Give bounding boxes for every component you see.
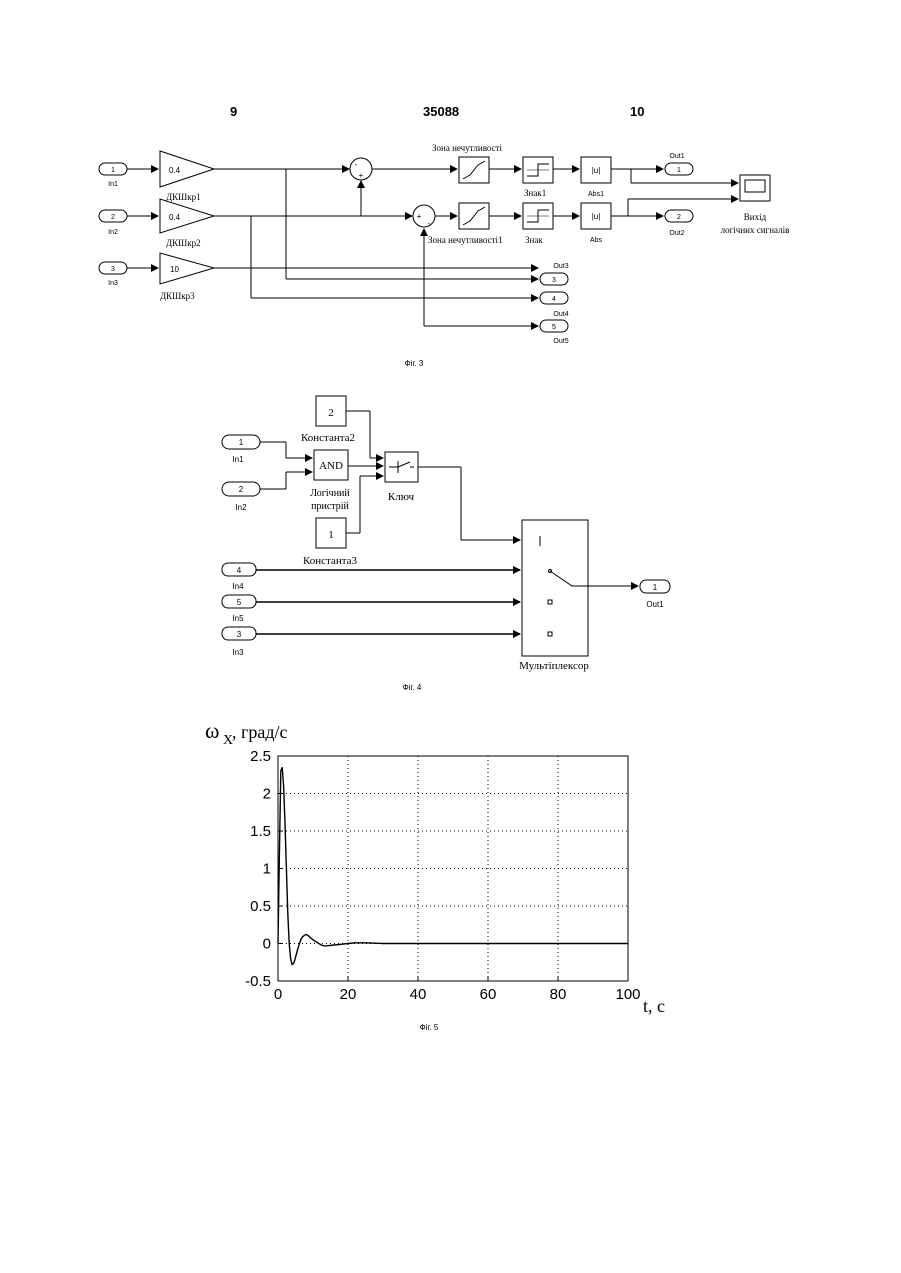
fig3-caption: Фіг. 3 — [405, 359, 424, 368]
fig4-logic-label-2: пристрій — [311, 501, 349, 512]
fig4-const3-value: 1 — [328, 529, 334, 541]
fig4-inport-4-label: In4 — [232, 582, 244, 591]
fig3-outport-1-num: 1 — [677, 167, 681, 174]
chart-tick-label-x: 80 — [550, 986, 567, 1003]
fig3-gain-2-value: 0.4 — [169, 213, 181, 222]
fig3-gain-1-label: ДКШкр1 — [166, 192, 201, 202]
chart-tick-label-x: 20 — [340, 986, 357, 1003]
fig3-scope-label-2: логічних сигналів — [721, 225, 790, 235]
fig4-logic-label-1: Логічний — [310, 488, 350, 499]
fig3-inport-2-num: 2 — [111, 214, 115, 221]
fig5-caption: Фіг. 5 — [420, 1023, 439, 1032]
fig3-outport-4-num: 4 — [552, 296, 556, 303]
fig3-inport-3-num: 3 — [111, 266, 115, 273]
chart-tick-label-x: 0 — [274, 986, 282, 1003]
fig3-abs-2-symbol: |u| — [592, 212, 601, 221]
chart-tick-label-y: 1 — [263, 861, 271, 878]
fig3-deadzone-1-label: Зона нечутливості — [432, 143, 503, 153]
fig3-sign-2-label: Знак — [525, 235, 543, 245]
fig4-inport-5-label: In5 — [232, 614, 244, 623]
fig4-inport-1-label: In1 — [232, 455, 244, 464]
fig4-outport-num: 1 — [653, 583, 658, 592]
fig3-sign-1-label: Знак1 — [524, 188, 546, 198]
fig3-outport-5-label: Out5 — [553, 338, 568, 345]
fig3-outport-3-num: 3 — [552, 277, 556, 284]
fig3-gain-3-label: ДКШкр3 — [160, 291, 195, 301]
fig5-x-label: t, c — [643, 996, 665, 1016]
fig5-y-label-rest: , град/с — [232, 722, 288, 742]
fig3-inport-2-label: In2 — [108, 229, 118, 236]
fig4-inport-5-num: 5 — [237, 598, 242, 607]
fig5-chart: 0204060801002.521.510.50-0.5 — [245, 748, 640, 1003]
fig3-gain-2-label: ДКШкр2 — [166, 238, 201, 248]
fig3-outport-1-label: Out1 — [669, 153, 684, 160]
fig4-const2-value: 2 — [328, 407, 334, 419]
fig3-abs-1-symbol: |u| — [592, 166, 601, 175]
fig3-gain-1-value: 0.4 — [169, 166, 181, 175]
fig4-inport-2-label: In2 — [235, 503, 247, 512]
fig4-inport-4-num: 4 — [237, 566, 242, 575]
fig3-outport-3-label: Out3 — [553, 263, 568, 270]
fig3-sum2-minus: - — [428, 219, 431, 228]
fig5-y-label-symbol: ω — [205, 718, 219, 743]
fig3-outport-5-num: 5 — [552, 324, 556, 331]
fig4-inport-3-num: 3 — [237, 630, 242, 639]
chart-tick-label-y: 1.5 — [250, 823, 271, 840]
fig3-gain-3-value: 10 — [170, 265, 179, 274]
fig4-const2-label: Константа2 — [301, 432, 355, 444]
fig4-inport-1-num: 1 — [239, 438, 244, 447]
fig4-outport-label: Out1 — [646, 600, 664, 609]
fig3-sum1-plus: + — [359, 171, 364, 180]
fig3-inport-1-label: In1 — [108, 181, 118, 188]
fig3-deadzone-2-label: Зона нечутливості1 — [428, 235, 503, 245]
chart-tick-label-x: 40 — [410, 986, 427, 1003]
fig3-abs-2-label: Abs — [590, 237, 603, 244]
chart-series-line — [278, 767, 628, 964]
fig4-inport-2-num: 2 — [239, 485, 244, 494]
fig3-outport-2-num: 2 — [677, 214, 681, 221]
fig4-const3-label: Константа3 — [303, 555, 358, 567]
fig3-inport-1-num: 1 — [111, 167, 115, 174]
fig4-and-text: AND — [319, 460, 343, 472]
fig3-outport-2-label: Out2 — [669, 230, 684, 237]
chart-tick-label-x: 100 — [615, 986, 640, 1003]
chart-tick-label-y: 2.5 — [250, 748, 271, 765]
chart-tick-label-x: 60 — [480, 986, 497, 1003]
fig3-scope-label-1: Вихід — [744, 212, 767, 222]
fig3-inport-3-label: In3 — [108, 280, 118, 287]
fig3-sum2-plus: + — [417, 212, 422, 221]
fig3-sum1-minus: - — [355, 160, 358, 169]
fig3-abs-1-label: Abs1 — [588, 191, 604, 198]
fig4-multiplexer — [522, 520, 588, 656]
fig4-caption: Фіг. 4 — [403, 683, 422, 692]
fig4-mux-label: Мультіплексор — [519, 660, 589, 672]
fig3-gain-3 — [160, 253, 214, 284]
fig4-switch-label: Ключ — [388, 491, 415, 503]
fig4-inport-3-label: In3 — [232, 648, 244, 657]
fig3-outport-4-label: Out4 — [553, 311, 568, 318]
chart-tick-label-y: 0.5 — [250, 898, 271, 915]
chart-tick-label-y: 0 — [263, 936, 271, 953]
chart-tick-label-y: 2 — [263, 786, 271, 803]
chart-tick-label-y: -0.5 — [245, 973, 271, 990]
